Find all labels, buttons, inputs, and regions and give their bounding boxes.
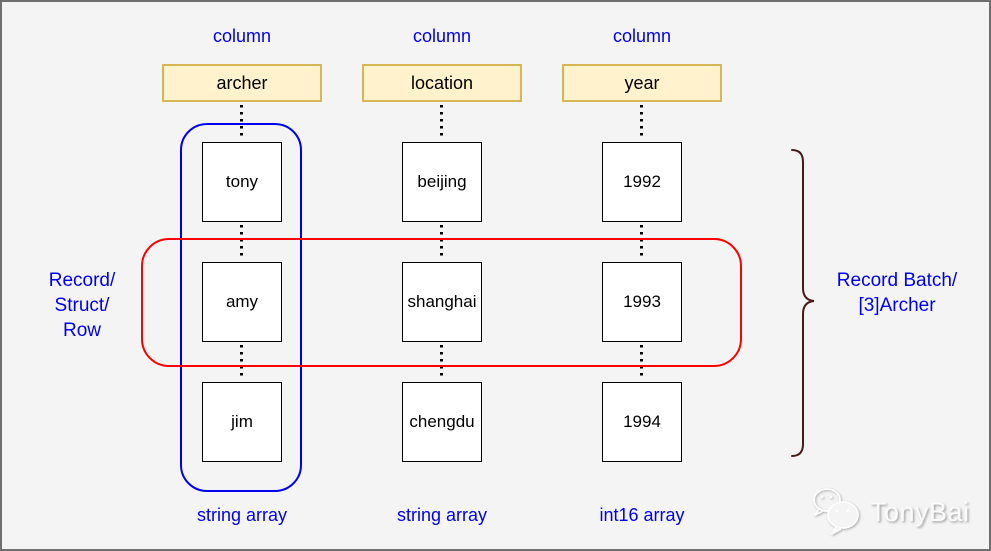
array-type-label-year: int16 array xyxy=(599,505,685,525)
array-type-label-location: string array xyxy=(396,505,488,525)
record-batch-brace xyxy=(791,149,815,457)
watermark: TonyBai xyxy=(810,486,970,538)
dotted-connector xyxy=(640,345,643,379)
dotted-connector xyxy=(640,105,643,139)
row-annotation-line: Record/ xyxy=(48,270,116,291)
dotted-connector xyxy=(240,105,243,139)
watermark-text: TonyBai xyxy=(870,496,970,527)
dotted-connector xyxy=(240,225,243,259)
column-label-archer: column xyxy=(212,26,272,46)
row-highlight-outline xyxy=(141,238,742,367)
column-highlight-outline xyxy=(180,123,302,492)
cell-archer-amy: amy xyxy=(202,262,282,342)
batch-annotation: Record Batch/ [3]Archer xyxy=(802,268,989,318)
cell-location-shanghai: shanghai xyxy=(402,262,482,342)
cell-archer-tony: tony xyxy=(202,142,282,222)
column-label-location: column xyxy=(412,26,472,46)
dotted-connector xyxy=(440,225,443,259)
array-type-label-archer: string array xyxy=(196,505,288,525)
cell-location-chengdu: chengdu xyxy=(402,382,482,462)
column-header-year: year xyxy=(562,64,722,102)
batch-annotation-line: [3]Archer xyxy=(858,295,936,316)
row-annotation-line: Struct/ xyxy=(54,295,110,316)
row-annotation-line: Row xyxy=(62,320,101,341)
dotted-connector xyxy=(240,345,243,379)
cell-year-1993: 1993 xyxy=(602,262,682,342)
dotted-connector xyxy=(640,225,643,259)
cell-archer-jim: jim xyxy=(202,382,282,462)
cell-location-beijing: beijing xyxy=(402,142,482,222)
cell-year-1994: 1994 xyxy=(602,382,682,462)
row-annotation: Record/ Struct/ Row xyxy=(17,268,147,343)
dotted-connector xyxy=(440,105,443,139)
dotted-connector xyxy=(440,345,443,379)
column-header-archer: archer xyxy=(162,64,322,102)
batch-annotation-line: Record Batch/ xyxy=(836,270,958,291)
wechat-icon xyxy=(813,488,859,535)
column-header-location: location xyxy=(362,64,522,102)
column-label-year: column xyxy=(612,26,672,46)
cell-year-1992: 1992 xyxy=(602,142,682,222)
